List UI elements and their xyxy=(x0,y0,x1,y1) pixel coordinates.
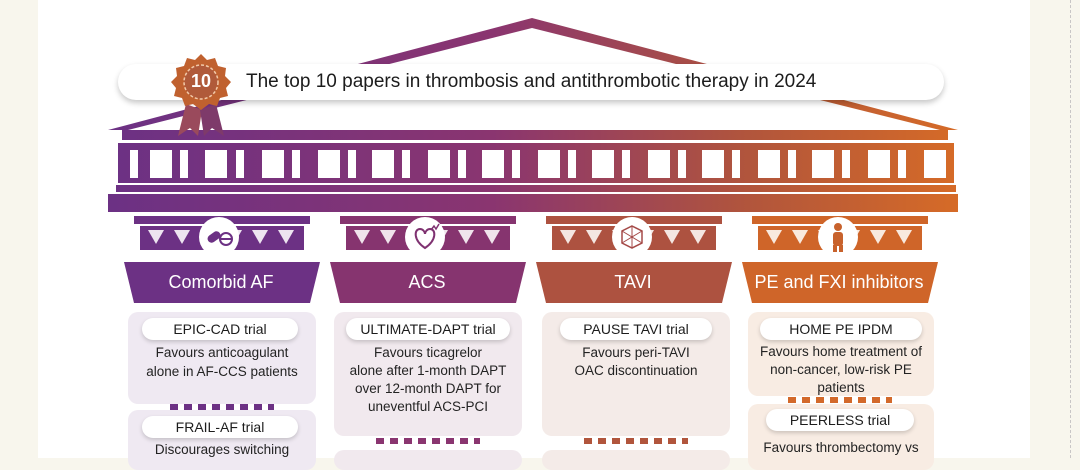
base-band xyxy=(108,194,958,212)
column-banner xyxy=(742,262,938,303)
frieze-slot xyxy=(512,150,520,178)
trial-name-frail-af: FRAIL-AF trial xyxy=(142,416,298,438)
column-label-tavi: TAVI xyxy=(614,272,652,292)
column-label-pe-fxi: PE and FXI inhibitors xyxy=(754,272,924,292)
trial-description-line: Discourages switching xyxy=(154,442,290,457)
frieze-slot xyxy=(205,150,227,178)
dashed-connector xyxy=(788,397,892,403)
pills-icon xyxy=(199,217,239,257)
entablature-top xyxy=(122,130,948,140)
dashed-connector xyxy=(170,404,274,410)
trial-description-line: Favours ticagrelor xyxy=(373,345,483,360)
frieze-slot xyxy=(130,150,138,178)
column-label-comorbid-af: Comorbid AF xyxy=(168,272,274,292)
trial-description-line: uneventful ACS-PCI xyxy=(367,399,489,414)
trial-description-line: Favours thrombectomy vs xyxy=(763,440,919,455)
frieze-slot xyxy=(458,150,466,178)
trial-description-line: non-cancer, low-risk PE xyxy=(770,362,912,377)
trial-description-line: Favours home treatment of xyxy=(759,344,923,359)
frieze-slot xyxy=(622,150,630,178)
badge-number: 10 xyxy=(190,71,212,91)
frieze-slot xyxy=(318,150,340,178)
trial-card-next xyxy=(542,450,730,470)
trial-description-line: alone after 1-month DAPT xyxy=(349,363,507,378)
frieze-slot xyxy=(868,150,890,178)
frieze-slot xyxy=(292,150,300,178)
trial-description-line: patients xyxy=(817,380,865,395)
column-banner xyxy=(330,262,526,303)
column-label-acs: ACS xyxy=(408,272,446,292)
column-banner xyxy=(124,262,320,303)
frieze-slot xyxy=(924,150,946,178)
patient-icon xyxy=(818,217,858,257)
award-badge-icon xyxy=(171,54,231,136)
page-title: The top 10 papers in thrombosis and anti… xyxy=(246,71,817,92)
frieze-slot xyxy=(788,150,796,178)
frieze-slot xyxy=(758,150,780,178)
frieze-slot xyxy=(592,150,614,178)
frieze-slot xyxy=(372,150,394,178)
frieze-slot xyxy=(150,150,172,178)
dashed-connector xyxy=(376,438,480,444)
frieze-slot xyxy=(262,150,284,178)
trial-name-peerless: PEERLESS trial xyxy=(766,409,914,431)
dashed-connector xyxy=(584,438,688,444)
page-edge-rule xyxy=(1070,0,1072,458)
frieze-slot xyxy=(648,150,670,178)
trial-card-next xyxy=(334,450,522,470)
frieze-slot xyxy=(482,150,504,178)
title-bar xyxy=(118,64,944,100)
frieze-slot xyxy=(348,150,356,178)
frieze-slot xyxy=(842,150,850,178)
frieze-slot xyxy=(428,150,450,178)
frieze-slot xyxy=(702,150,724,178)
trial-description-line: alone in AF-CCS patients xyxy=(146,364,298,379)
trial-name-home-pe: HOME PE IPDM xyxy=(760,318,922,340)
trial-name-epic-cad: EPIC-CAD trial xyxy=(142,318,298,340)
frieze-slot xyxy=(568,150,576,178)
frieze-slot xyxy=(898,150,906,178)
frieze-slot xyxy=(402,150,410,178)
valve-icon xyxy=(612,217,652,257)
column-banner xyxy=(536,262,732,303)
frieze-slot xyxy=(812,150,834,178)
architrave xyxy=(116,185,956,192)
heart-icon xyxy=(405,217,445,257)
frieze-slot xyxy=(236,150,244,178)
trial-name-pause-tavi: PAUSE TAVI trial xyxy=(560,318,712,340)
frieze-slot xyxy=(538,150,560,178)
frieze-slot xyxy=(180,150,188,178)
frieze-slot xyxy=(678,150,686,178)
trial-name-ultimate-dapt: ULTIMATE-DAPT trial xyxy=(346,318,510,340)
trial-description-line: Favours anticoagulant xyxy=(155,345,289,360)
frieze-slot xyxy=(732,150,740,178)
trial-description-line: Favours peri-TAVI xyxy=(582,345,690,360)
trial-description-line: OAC discontinuation xyxy=(574,363,698,378)
trial-description-line: over 12-month DAPT for xyxy=(354,381,502,396)
